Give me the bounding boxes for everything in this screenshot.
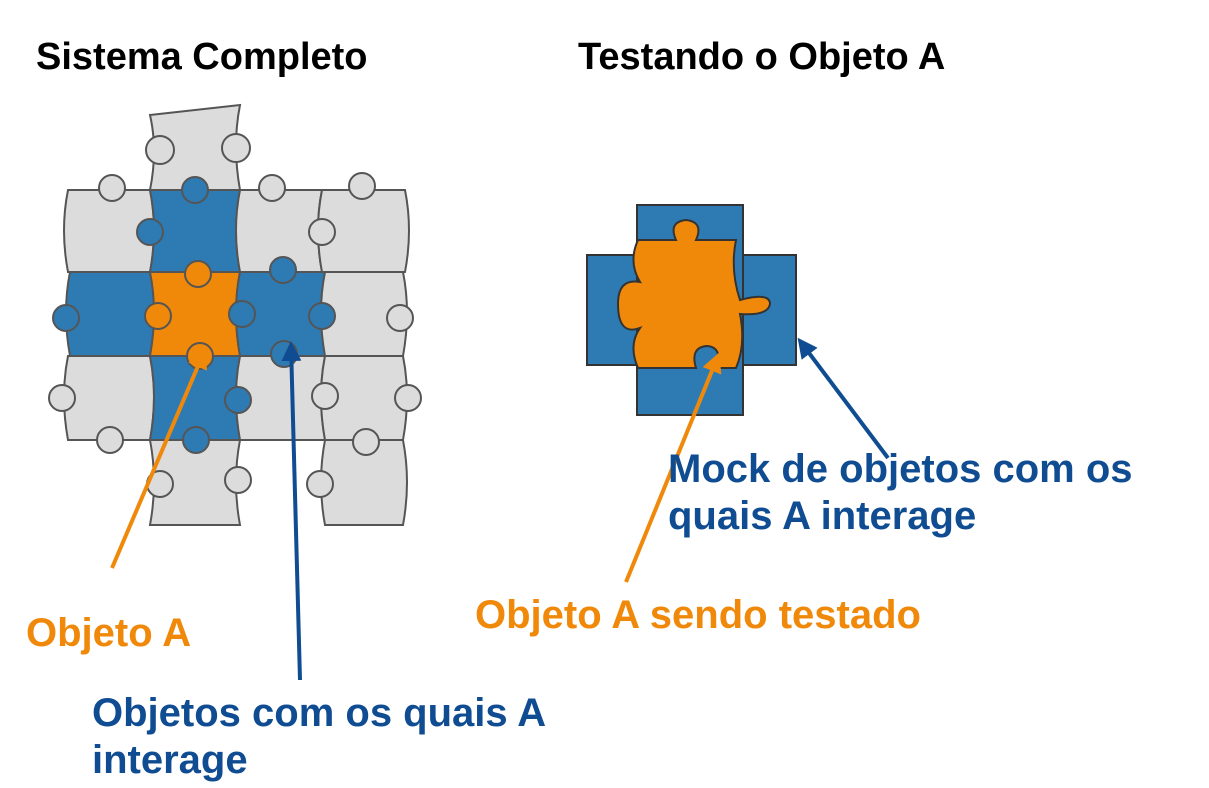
- arrow-objeto-a: [110, 348, 207, 569]
- puzzle-knob-blue: [224, 386, 252, 414]
- puzzle-knob-gray: [98, 174, 126, 202]
- object-a-piece: [616, 218, 772, 369]
- puzzle-knob-blue: [308, 302, 336, 330]
- puzzle-knob-blue: [228, 300, 256, 328]
- title-sistema-completo: Sistema Completo: [36, 36, 368, 78]
- puzzle-knob-blue: [182, 426, 210, 454]
- puzzle-knob-orange: [144, 302, 172, 330]
- puzzle-knob-gray: [308, 218, 336, 246]
- arrow-mock: [797, 337, 890, 460]
- puzzle-knob-gray: [224, 466, 252, 494]
- label-objeto-a-testado: Objeto A sendo testado: [475, 593, 921, 637]
- title-testando-objeto-a: Testando o Objeto A: [578, 36, 946, 78]
- arrow-objetos-interage: [281, 341, 302, 681]
- full-system-puzzle: [48, 103, 422, 526]
- puzzle-knob-gray: [306, 470, 334, 498]
- puzzle-knob-orange: [184, 260, 212, 288]
- label-objeto-a: Objeto A: [26, 611, 192, 655]
- puzzle-knob-gray: [258, 174, 286, 202]
- arrow-objeto-testado: [624, 352, 722, 583]
- puzzle-knob-gray: [48, 384, 76, 412]
- puzzle-piece-gray: [320, 439, 408, 526]
- puzzle-knob-gray: [145, 135, 175, 165]
- puzzle-knob-gray: [352, 428, 380, 456]
- isolated-object-puzzle: [586, 204, 797, 416]
- puzzle-knob-gray: [348, 172, 376, 200]
- puzzle-knob-gray: [386, 304, 414, 332]
- puzzle-knob-gray: [96, 426, 124, 454]
- puzzle-knob-gray: [311, 382, 339, 410]
- label-objetos-interage: Objetos com os quais A interage: [92, 691, 547, 783]
- puzzle-knob-gray: [221, 133, 251, 163]
- label-mock-objetos: Mock de objetos com os quais A interage: [668, 447, 1133, 539]
- puzzle-knob-blue: [181, 176, 209, 204]
- puzzle-knob-blue: [52, 304, 80, 332]
- puzzle-piece-gray: [317, 189, 410, 273]
- puzzle-knob-blue: [269, 256, 297, 284]
- puzzle-knob-blue: [136, 218, 164, 246]
- puzzle-knob-gray: [394, 384, 422, 412]
